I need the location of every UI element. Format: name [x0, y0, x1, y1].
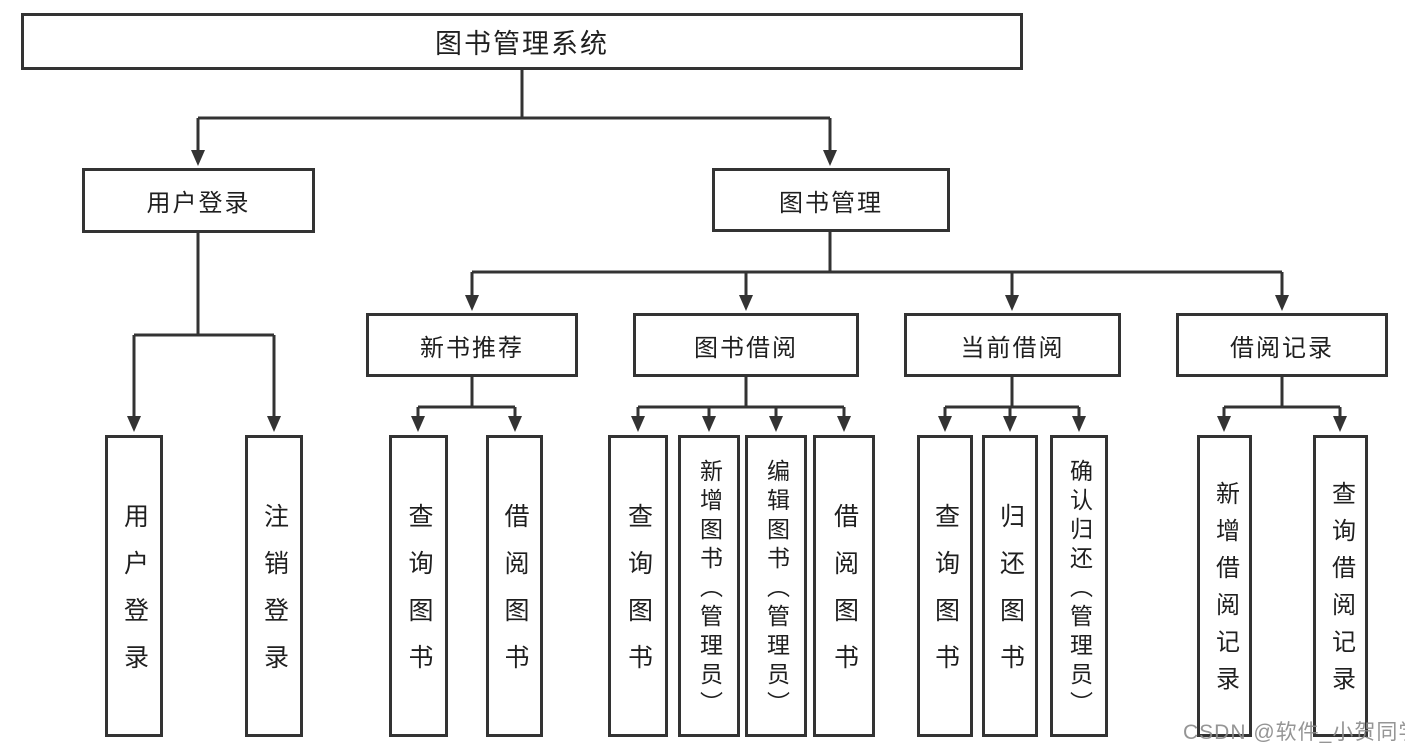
node-label: 新增图书（管理员）: [696, 458, 723, 720]
node-bb-borrow-book: 借阅图书: [813, 435, 875, 737]
arrowhead-br-add: [1217, 416, 1231, 432]
arrowhead-user-login: [191, 150, 205, 166]
node-label: 查询图书: [405, 503, 433, 691]
arrowhead-book-borrow: [739, 295, 753, 311]
arrowhead-bb-query: [631, 416, 645, 432]
node-cb-query-book: 查询图书: [917, 435, 973, 737]
node-nb-borrow-book: 借阅图书: [486, 435, 543, 737]
node-label: 借阅图书: [830, 503, 859, 691]
node-borrow-records: 借阅记录: [1176, 313, 1388, 377]
node-new-book-recommend: 新书推荐: [366, 313, 578, 377]
node-book-borrow: 图书借阅: [633, 313, 859, 377]
node-bb-query-book: 查询图书: [608, 435, 668, 737]
arrowhead-new-book-recommend: [465, 295, 479, 311]
node-library-system: 图书管理系统: [21, 13, 1023, 70]
node-br-add-record: 新增借阅记录: [1197, 435, 1252, 737]
node-bb-edit-book-admin: 编辑图书（管理员）: [745, 435, 807, 737]
node-label: 查询图书: [931, 503, 960, 691]
node-label: 新增借阅记录: [1211, 481, 1239, 703]
node-label: 注销登录: [260, 503, 289, 691]
node-label: 借阅记录: [1230, 334, 1334, 362]
connector-borrow-records-children: [1222, 377, 1342, 418]
arrowhead-bb-edit: [769, 416, 783, 432]
node-label: 查询借阅记录: [1327, 481, 1355, 703]
connector-user-login-branch: [132, 233, 276, 418]
node-book-management: 图书管理: [712, 168, 950, 232]
node-label: 借阅图书: [501, 503, 529, 691]
node-label: 新书推荐: [420, 334, 524, 362]
node-user-login: 用户登录: [82, 168, 315, 233]
arrowhead-nb-query: [411, 416, 425, 432]
node-nb-query-book: 查询图书: [389, 435, 448, 737]
connector-book-borrow-children: [636, 377, 846, 418]
node-current-borrow: 当前借阅: [904, 313, 1121, 377]
node-logout-action: 注销登录: [245, 435, 303, 737]
arrowhead-user-login-action: [127, 416, 141, 432]
arrowhead-cb-query: [938, 416, 952, 432]
node-br-query-record: 查询借阅记录: [1313, 435, 1368, 737]
node-label: 查询图书: [624, 503, 653, 691]
arrowhead-logout-action: [267, 416, 281, 432]
arrowhead-cb-return: [1003, 416, 1017, 432]
node-label: 归还图书: [996, 503, 1025, 691]
node-label: 图书借阅: [694, 334, 798, 362]
arrowhead-nb-borrow: [508, 416, 522, 432]
node-label: 图书管理: [779, 189, 883, 217]
connector-book-management-branch: [470, 232, 1284, 296]
node-user-login-action: 用户登录: [105, 435, 163, 737]
node-label: 当前借阅: [960, 334, 1065, 362]
node-cb-return-book: 归还图书: [982, 435, 1038, 737]
node-bb-add-book-admin: 新增图书（管理员）: [678, 435, 740, 737]
node-label: 确认归还（管理员）: [1066, 458, 1093, 720]
arrowhead-current-borrow: [1005, 295, 1019, 311]
arrowhead-bb-borrow: [837, 416, 851, 432]
connector-current-borrow-children: [943, 377, 1081, 418]
arrowhead-bb-add: [702, 416, 716, 432]
node-label: 编辑图书（管理员）: [763, 458, 790, 720]
arrowhead-cb-confirm: [1072, 416, 1086, 432]
connector-new-book-recommend-children: [416, 377, 517, 418]
arrowhead-br-query: [1333, 416, 1347, 432]
arrowhead-borrow-records: [1275, 295, 1289, 311]
node-label: 图书管理系统: [435, 29, 609, 59]
connector-root: [196, 70, 832, 152]
node-cb-confirm-return-admin: 确认归还（管理员）: [1050, 435, 1108, 737]
node-label: 用户登录: [120, 503, 149, 691]
node-label: 用户登录: [146, 190, 251, 217]
arrowhead-book-management: [823, 150, 837, 166]
watermark-text: CSDN @软件_小贺同学: [1183, 721, 1405, 744]
